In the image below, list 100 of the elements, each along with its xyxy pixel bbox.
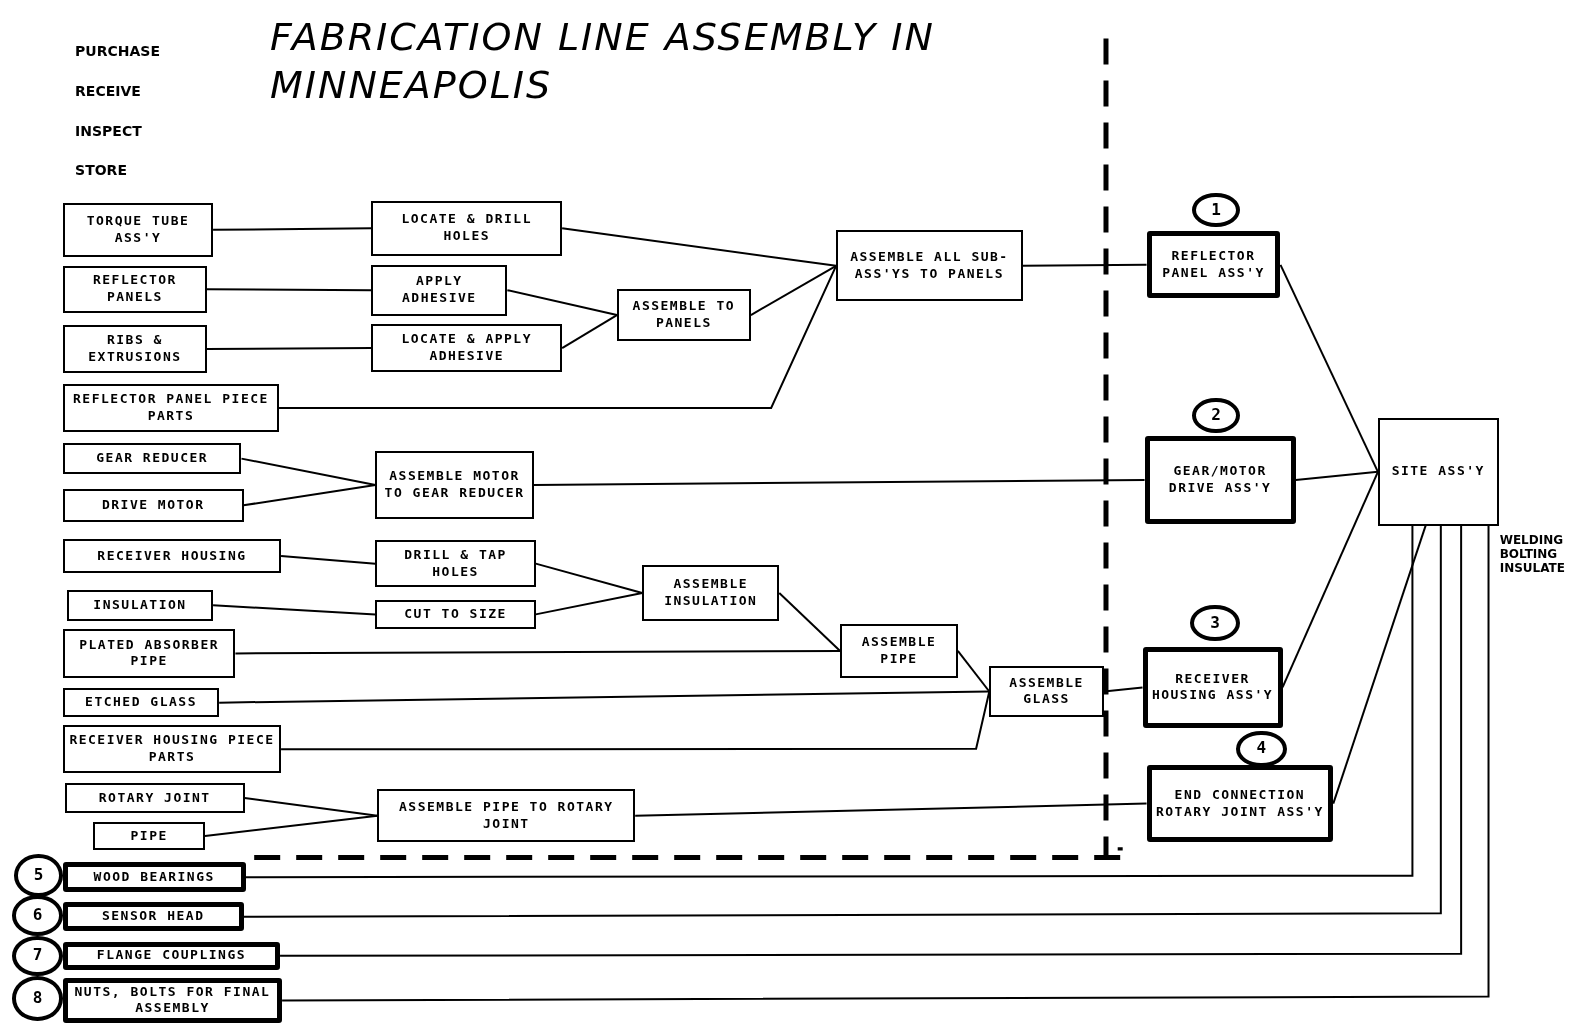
callout-number: 8	[32, 988, 43, 1009]
callout-circle	[14, 854, 63, 897]
process-box	[62, 202, 214, 257]
connector-line	[1332, 524, 1427, 805]
callout-circle	[12, 935, 63, 977]
box-label: ROTARY JOINT	[98, 789, 211, 807]
connector-line	[242, 484, 377, 507]
callout-number: 4	[1256, 738, 1267, 760]
connector-line	[1279, 263, 1379, 473]
process-box	[371, 200, 563, 256]
box-label: ASSEMBLE TO PANELS	[631, 298, 737, 332]
process-box	[1142, 647, 1283, 728]
connector-line	[561, 227, 838, 267]
box-label: ASSEMBLE GLASS	[1008, 674, 1085, 709]
connector-line	[506, 289, 618, 317]
callout-circle	[12, 894, 63, 936]
box-label: ASSEMBLE INSULATION	[663, 576, 759, 610]
connector-line	[218, 690, 991, 704]
callout-number: 2	[1211, 405, 1221, 426]
connector-line	[1021, 263, 1148, 267]
process-box	[62, 687, 220, 718]
process-box	[62, 265, 207, 313]
process-box	[66, 589, 214, 621]
connector-line	[206, 347, 373, 351]
title: FABRICATION LINE ASSEMBLY IN MINNEAPOLIS	[270, 14, 936, 109]
box-label: RECEIVER HOUSING	[97, 547, 247, 565]
box-label: ASSEMBLE PIPE	[860, 634, 938, 668]
box-label: REFLECTOR PANEL PIECE PARTS	[72, 391, 270, 425]
process-box	[371, 323, 563, 373]
box-label: FLANGE COUPLINGS	[96, 947, 247, 965]
connector-line	[280, 555, 377, 565]
callout-number: 5	[33, 865, 44, 887]
connector-line	[203, 814, 379, 838]
callout-number: 7	[32, 945, 43, 967]
callout-circle	[12, 976, 63, 1021]
callout-number: 1	[1211, 199, 1221, 221]
connector-line	[749, 264, 838, 317]
process-box	[1144, 436, 1296, 524]
connector-line	[212, 604, 377, 616]
connector-line	[278, 264, 838, 409]
process-box	[64, 783, 245, 813]
process-box	[62, 902, 244, 932]
box-label: GEAR/MOTOR DRIVE ASS'Y	[1167, 463, 1273, 497]
connector-line	[956, 649, 991, 693]
box-label: ETCHED GLASS	[85, 694, 197, 712]
process-box	[62, 443, 242, 474]
box-label: RECEIVER HOUSING PIECE PARTS	[68, 732, 276, 767]
connector-line	[280, 690, 991, 751]
box-label: APPLY ADHESIVE	[401, 273, 478, 308]
callout-circle	[1235, 730, 1287, 768]
connector-line	[234, 649, 842, 655]
process-box	[62, 978, 283, 1023]
box-label: GEAR REDUCER	[96, 450, 209, 468]
process-box	[93, 821, 205, 851]
note-label: INSPECT	[75, 122, 142, 139]
process-box	[642, 565, 780, 621]
box-label: REFLECTOR PANELS	[91, 272, 178, 307]
process-box	[62, 862, 246, 892]
box-label: TORQUE TUBE ASS'Y	[85, 212, 191, 247]
box-label: NUTS, BOLTS FOR FINAL ASSEMBLY	[73, 983, 272, 1018]
connector-line	[532, 478, 1146, 486]
connector-line	[561, 314, 618, 350]
process-box	[616, 289, 751, 341]
process-box	[62, 383, 279, 433]
box-label: ASSEMBLE ALL SUB-ASS'YS TO PANELS	[849, 248, 1010, 283]
box-label: PIPE	[130, 827, 168, 845]
box-label: LOCATE & DRILL HOLES	[400, 211, 533, 246]
box-label: REFLECTOR PANEL ASS'Y	[1161, 247, 1266, 282]
process-box	[377, 789, 636, 843]
callout-circle	[1192, 192, 1240, 228]
connector-line	[778, 592, 842, 652]
connector-line	[212, 227, 373, 231]
process-box	[1146, 231, 1281, 299]
box-label: DRIVE MOTOR	[101, 496, 205, 514]
process-box	[62, 941, 281, 970]
box-label: RIBS & EXTRUSIONS	[87, 332, 183, 366]
process-box	[836, 230, 1023, 302]
callout-circle	[1192, 397, 1240, 434]
process-box	[840, 624, 958, 678]
process-box	[62, 629, 236, 678]
connector-line	[634, 802, 1148, 817]
process-box	[62, 538, 282, 574]
site-box	[1377, 418, 1499, 526]
note-label: STORE	[75, 162, 127, 179]
box-label: PLATED ABSORBER PIPE	[78, 636, 221, 671]
process-box	[375, 539, 536, 588]
box-label: LOCATE & APPLY ADHESIVE	[400, 331, 533, 365]
box-label: SENSOR HEAD	[101, 908, 205, 926]
note-label: PURCHASE	[75, 42, 160, 59]
note-label: WELDING BOLTING INSULATE	[1499, 532, 1566, 575]
box-label: ASSEMBLE PIPE TO ROTARY JOINT	[398, 798, 615, 833]
box-label: SITE ASS'Y	[1391, 463, 1485, 481]
box-label: DRILL & TAP HOLES	[403, 546, 508, 581]
process-box	[371, 264, 508, 316]
process-box	[62, 324, 207, 374]
box-label: WOOD BEARINGS	[93, 868, 215, 886]
process-box	[375, 450, 534, 520]
box-label: INSULATION	[93, 596, 187, 614]
box-label: ASSEMBLE MOTOR TO GEAR REDUCER	[383, 468, 526, 502]
process-box	[62, 489, 244, 522]
